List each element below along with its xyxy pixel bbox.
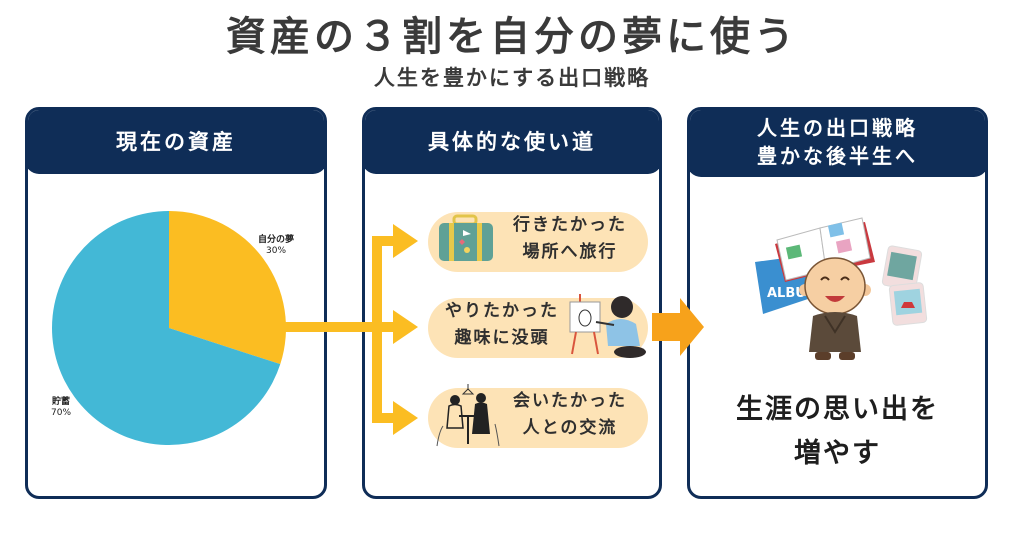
arrow-head-bottom-icon [393,401,418,435]
pie-label-dream: 自分の夢 30% [258,235,294,257]
use-text-line: 行きたかった [513,215,627,235]
use-text-line: 人との交流 [522,418,618,438]
use-text-line: 趣味に没頭 [454,328,550,348]
arrow-head-top-icon [393,224,418,258]
panel-title-line: 豊かな後半生へ [757,144,918,168]
use-text-line: やりたかった [445,301,559,321]
connector-horizontal [280,322,382,332]
outcome-text: 生涯の思い出を 増やす [687,388,988,476]
pie-slice-savings [52,211,281,445]
panel-title-line: 人生の出口戦略 [757,116,918,140]
pie-label-savings-value: 70% [51,408,72,418]
monk-album-illustration: ALBUM [755,217,928,360]
connector-mid-stub [372,322,400,332]
pie-label-dream-name: 自分の夢 [258,235,295,245]
page-subtitle: 人生を豊かにする出口戦略 [373,66,651,90]
suitcase-icon [439,214,493,261]
cafe-friends-icon [436,384,500,447]
connector-bottom-stub [372,413,400,423]
use-item-social [428,388,648,448]
use-text-travel: 行きたかった 場所へ旅行 [500,212,640,266]
pie-slice-dream [169,211,286,365]
pie-label-dream-value: 30% [266,246,287,256]
panel-header: 現在の資産 [28,110,324,174]
photos-icon [881,245,928,326]
connector-top-stub [372,236,400,246]
arrow-head-mid-icon [393,310,418,344]
use-text-hobby: やりたかった 趣味に没頭 [432,298,572,352]
outcome-line: 生涯の思い出を [736,394,939,425]
panel-header: 人生の出口戦略 豊かな後半生へ [690,110,985,177]
use-text-line: 会いたかった [513,391,627,411]
use-text-line: 場所へ旅行 [522,242,618,262]
pie-label-savings: 貯蓄 70% [51,397,71,419]
panel-title: 具体的な使い道 [428,129,596,154]
monk-character-icon [799,257,871,360]
painting-person-icon [569,294,646,358]
page-title: 資産の３割を自分の夢に使う [226,14,798,60]
panel-header: 具体的な使い道 [365,110,659,174]
outcome-line: 増やす [794,438,881,469]
panel-title: 現在の資産 [116,129,236,154]
use-text-social: 会いたかった 人との交流 [500,388,640,442]
arrow-right-icon [652,298,704,356]
pie-label-savings-name: 貯蓄 [52,397,71,407]
